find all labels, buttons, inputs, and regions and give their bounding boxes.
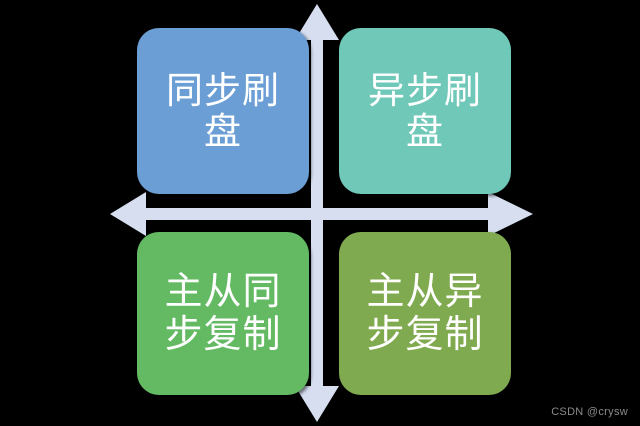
- quadrant-top-left[interactable]: 同步刷盘: [137, 28, 309, 194]
- quadrant-bottom-right-label: 主从异步复制: [366, 270, 484, 356]
- quadrant-top-left-label: 同步刷盘: [166, 69, 280, 152]
- quadrant-bottom-left-label: 主从同步复制: [164, 270, 282, 356]
- quadrant-bottom-right[interactable]: 主从异步复制: [339, 232, 511, 395]
- quadrant-bottom-left[interactable]: 主从同步复制: [137, 232, 309, 395]
- quadrant-top-right-label: 异步刷盘: [368, 69, 482, 152]
- quadrant-top-right[interactable]: 异步刷盘: [339, 28, 511, 194]
- watermark: CSDN @crysw: [551, 406, 628, 418]
- horizontal-axis-arrow: [110, 192, 533, 236]
